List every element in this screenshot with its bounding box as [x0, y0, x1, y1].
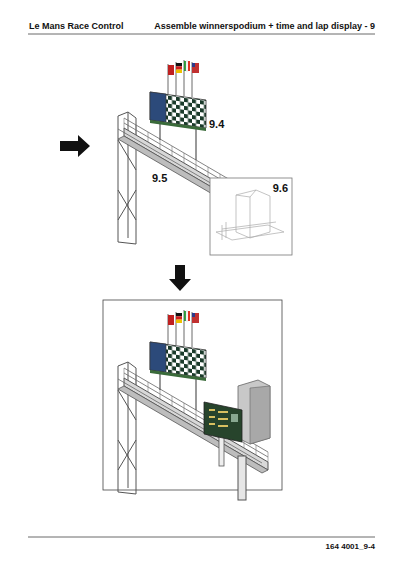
callout-number: 9.4: [209, 118, 224, 130]
footer-code: 164 4001_9-4: [326, 542, 375, 551]
callout-number: 9.5: [152, 172, 167, 184]
callout-number: 9.6: [273, 182, 288, 194]
header-text: Le Mans Race Control: [29, 21, 124, 31]
page-heading: Assemble winnerspodium + time and lap di…: [154, 21, 375, 31]
